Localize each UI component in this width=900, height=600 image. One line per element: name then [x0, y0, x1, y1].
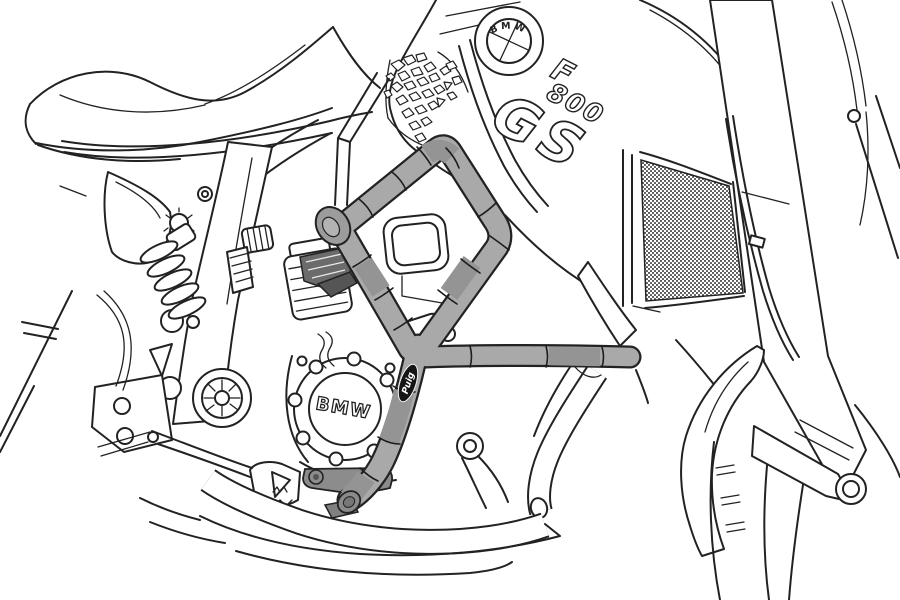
fuel-tank: BMW F 800 GS — [383, 0, 755, 406]
svg-text:BMW: BMW — [488, 21, 529, 37]
exhaust — [139, 363, 608, 576]
frame-neck-airbox — [334, 72, 450, 305]
puig-logo: Puig — [397, 363, 419, 403]
clutch-cover: BMW — [287, 351, 403, 467]
brake-reservoir — [226, 224, 275, 294]
fender-arm-axle — [751, 425, 867, 505]
rear-brake-lines — [0, 290, 132, 453]
crash-bar: Puig — [302, 134, 642, 519]
tank-decal — [383, 51, 469, 149]
radiator — [622, 149, 746, 313]
roundel-text: BMW — [488, 21, 526, 37]
rear-shock — [139, 207, 207, 329]
front-fork — [709, 0, 900, 490]
engine: BMW — [192, 237, 509, 509]
bmw-roundel: BMW — [474, 6, 544, 76]
alternator-cover — [192, 368, 252, 428]
